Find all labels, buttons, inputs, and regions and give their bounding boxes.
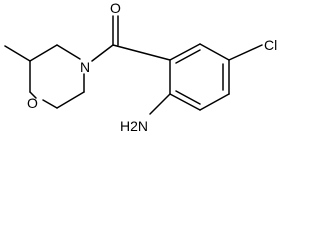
ring-nitrogen-label: N xyxy=(80,59,90,75)
bond-aryl-inner-1 xyxy=(175,49,201,64)
bond-n-carbonyl xyxy=(91,44,114,62)
bond-aryl-5 xyxy=(169,93,201,111)
bond-chloro xyxy=(228,44,263,61)
bond-aryl-2 xyxy=(199,43,230,61)
amino-label: H2N xyxy=(120,118,148,134)
chloro-label: Cl xyxy=(264,37,277,53)
bond-ring-c2-c3 xyxy=(29,44,58,62)
bond-aryl-4 xyxy=(199,93,230,111)
bond-ring-o-c1 xyxy=(29,91,37,99)
bond-amino xyxy=(149,93,171,115)
bond-methyl xyxy=(4,45,31,62)
molecule-structure: O N O Cl H2N xyxy=(4,0,277,134)
bond-ring-c3-n xyxy=(56,44,81,60)
bond-aryl-1 xyxy=(169,43,201,61)
bond-ring-c4-c5 xyxy=(56,91,85,109)
carbonyl-oxygen-label: O xyxy=(110,0,121,16)
ring-oxygen-label: O xyxy=(27,95,38,111)
bond-ring-c5-o xyxy=(42,99,58,109)
bond-aryl-inner-3 xyxy=(175,90,201,105)
bond-carbonyl-aryl xyxy=(112,44,171,61)
